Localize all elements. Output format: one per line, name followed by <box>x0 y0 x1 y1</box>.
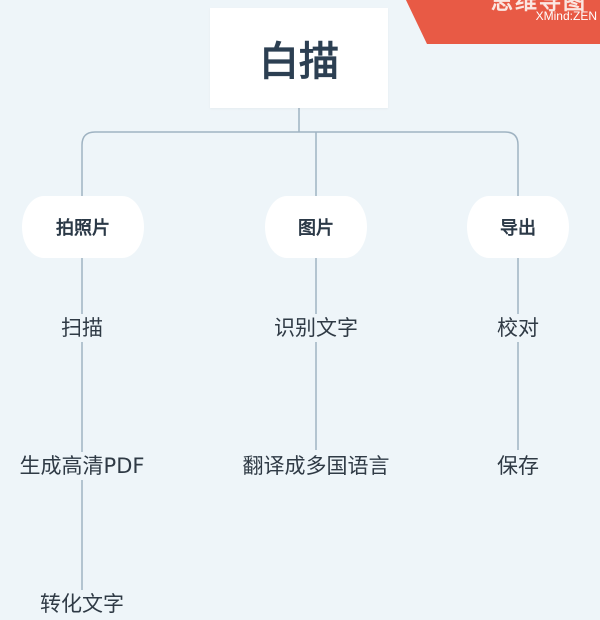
root-topic[interactable]: 白描 <box>210 8 388 108</box>
branch-topic-label: 图片 <box>298 218 334 239</box>
branch-topic-daochu[interactable]: 导出 <box>467 196 569 258</box>
root-topic-label: 白描 <box>259 39 339 85</box>
subtopic-scan[interactable]: 扫描 <box>59 314 105 342</box>
subtopic-translate[interactable]: 翻译成多国语言 <box>240 452 392 480</box>
subtopic-convert-text[interactable]: 转化文字 <box>38 590 126 618</box>
subtopic-recognize-text[interactable]: 识别文字 <box>272 314 360 342</box>
badge-brand: XMind:ZEN <box>535 9 597 23</box>
xmind-badge: 思维导图 XMind:ZEN <box>405 0 600 44</box>
badge-title: 思维导图 <box>490 0 587 15</box>
branch-topic-label: 拍照片 <box>56 218 110 239</box>
subtopic-proofread[interactable]: 校对 <box>495 314 541 342</box>
branch-topic-paizhaopian[interactable]: 拍照片 <box>22 196 144 258</box>
subtopic-save[interactable]: 保存 <box>495 452 541 480</box>
subtopic-generate-pdf[interactable]: 生成高清PDF <box>17 452 147 480</box>
branch-topic-label: 导出 <box>500 218 536 239</box>
branch-topic-tupian[interactable]: 图片 <box>265 196 367 258</box>
